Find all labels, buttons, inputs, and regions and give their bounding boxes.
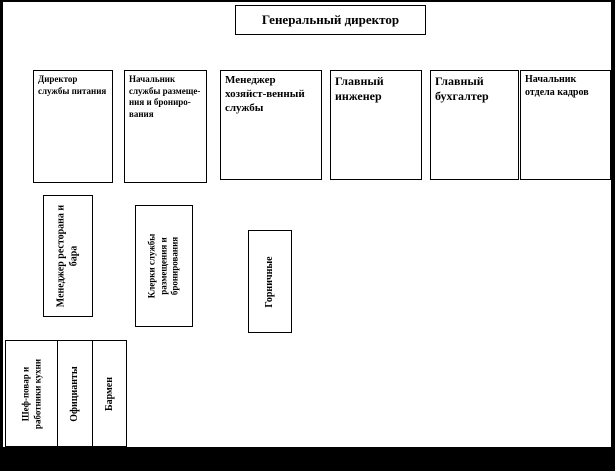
- node-label: Директор службы питания: [38, 74, 107, 96]
- node-chief-engineer: Главный инженер: [330, 70, 422, 180]
- node-chief-accountant: Главный бухгалтер: [430, 70, 519, 180]
- node-waiters: Официанты: [57, 340, 93, 447]
- node-label: Шеф-повар и работники кухни: [19, 358, 42, 429]
- node-label: Главный бухгалтер: [435, 74, 489, 103]
- node-accommodation-clerks: Клерки службы размещения и бронирования: [135, 205, 193, 327]
- node-chef-kitchen-staff: Шеф-повар и работники кухни: [5, 340, 58, 447]
- node-label: Горничные: [263, 255, 275, 308]
- node-label: Менеджер ресторана и бара: [55, 204, 80, 308]
- node-housekeeping-manager: Менеджер хозяйст-венный службы: [220, 70, 322, 180]
- diagram-page: Генеральный директор Директор службы пит…: [3, 2, 611, 447]
- node-label: Генеральный директор: [261, 12, 400, 27]
- node-label: Главный инженер: [335, 74, 384, 103]
- node-restaurant-bar-manager: Менеджер ресторана и бара: [43, 195, 93, 317]
- node-label: Начальник службы размеще-ния и брониро-в…: [129, 74, 201, 120]
- node-label: Бармен: [103, 376, 115, 411]
- node-label: Официанты: [68, 365, 80, 422]
- node-label: Менеджер хозяйст-венный службы: [225, 74, 305, 114]
- node-general-director: Генеральный директор: [235, 5, 426, 35]
- node-label: Клерки службы размещения и бронирования: [146, 233, 180, 299]
- node-bartender: Бармен: [92, 340, 127, 447]
- node-label: Начальник отдела кадров: [525, 74, 589, 98]
- node-maids: Горничные: [248, 230, 292, 333]
- node-food-service-director: Директор службы питания: [33, 70, 113, 183]
- node-hr-head: Начальник отдела кадров: [520, 70, 611, 180]
- node-accommodation-booking-head: Начальник службы размеще-ния и брониро-в…: [124, 70, 207, 183]
